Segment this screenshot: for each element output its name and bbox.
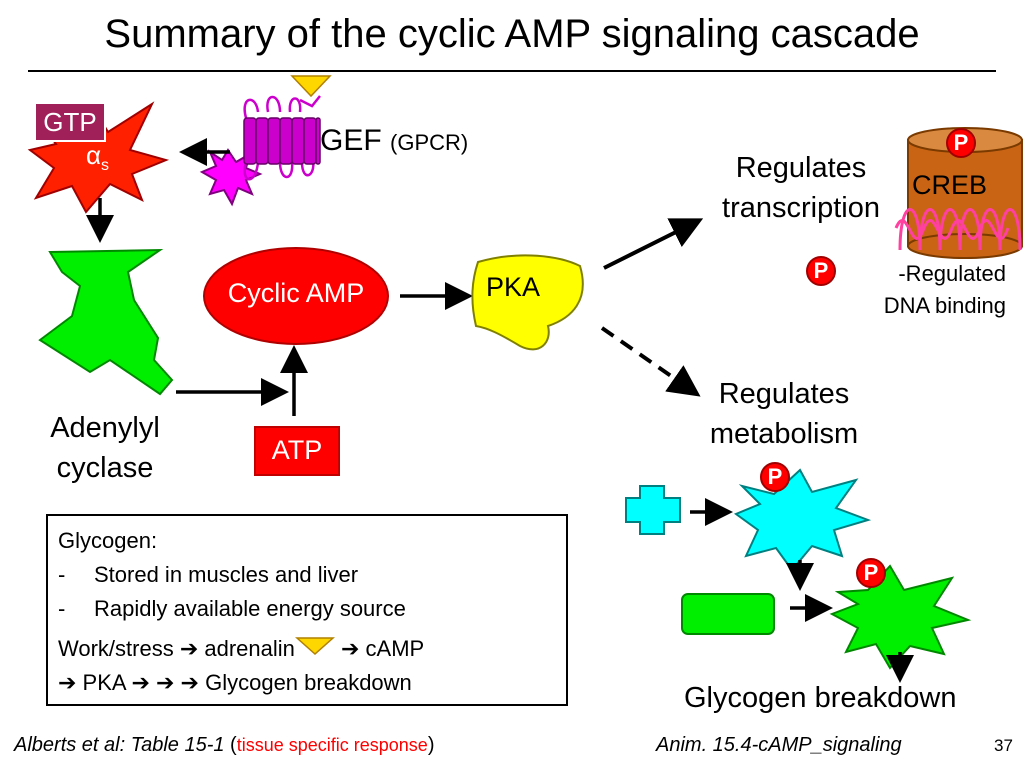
adenylyl-cyclase-shape [38, 248, 174, 396]
regulated-dna-binding-label: -Regulated DNA binding [836, 258, 1006, 322]
dna-helix [894, 208, 1022, 251]
regulated-line1: -Regulated [898, 261, 1006, 286]
regulated-line2: DNA binding [883, 293, 1006, 318]
creb-phosphate-badge: P [946, 128, 976, 158]
cyan-enzyme-inactive [625, 485, 681, 535]
pka-shape [471, 254, 584, 351]
cyan-enzyme-active [733, 468, 872, 572]
info-bullet-text: Rapidly available energy source [94, 596, 406, 621]
gpcr-text: (GPCR) [390, 130, 469, 155]
animation-reference: Anim. 15.4-cAMP_signaling [656, 734, 902, 756]
title-divider [28, 70, 996, 72]
regulates-transcription-line2: transcription [722, 192, 880, 224]
reference-text: Alberts et al: Table 15-1 [14, 734, 225, 756]
regulates-metabolism-line2: metabolism [709, 418, 859, 450]
atp-label: ATP [254, 426, 340, 476]
info-line3-start: Work/stress ➔ adrenalin [58, 636, 295, 661]
gpcr-receptor [243, 95, 315, 181]
reference-close-paren: ) [427, 734, 435, 756]
gef-text: GEF [320, 124, 382, 157]
info-line-pka: ➔ PKA ➔ ➔ ➔ Glycogen breakdown [58, 670, 412, 695]
adenylyl-line2: cyclase [56, 452, 154, 484]
green-enzyme-active [829, 564, 972, 670]
regulates-transcription-line1: Regulates [735, 152, 867, 184]
alpha-subscript: s [101, 157, 110, 175]
regulates-metabolism-label: Regulates metabolism [684, 374, 884, 454]
adenylyl-line1: Adenylyl [50, 412, 160, 444]
info-bullet-text: Stored in muscles and liver [94, 562, 359, 587]
info-heading: Glycogen: [58, 528, 158, 553]
info-bullet: -Rapidly available energy source [58, 596, 406, 621]
regulates-transcription-label: Regulates transcription [696, 148, 906, 228]
cyclic-amp-ellipse [203, 247, 389, 345]
pka-label: PKA [486, 272, 541, 302]
adrenalin-ligand [290, 75, 332, 98]
green-enzyme-phosphate-badge: P [856, 558, 886, 588]
info-bullet: -Stored in muscles and liver [58, 562, 359, 587]
page-number: 37 [994, 736, 1013, 755]
reference-highlight: tissue specific response [236, 735, 428, 755]
creb-label: CREB [912, 170, 988, 200]
slide-title: Summary of the cyclic AMP signaling casc… [104, 12, 920, 56]
legend-phosphate-badge: P [806, 256, 836, 286]
cyan-enzyme-phosphate-badge: P [760, 462, 790, 492]
reference-open-paren: ( [224, 734, 237, 756]
info-line-work-stress: Work/stress ➔ adrenalin ➔ cAMP [58, 632, 566, 666]
gef-label: GEF (GPCR) [320, 124, 468, 158]
glycogen-breakdown-label: Glycogen breakdown [684, 682, 957, 714]
glycogen-info-box: Glycogen: -Stored in muscles and liver -… [46, 514, 568, 706]
cyclic-amp-label: Cyclic AMP [227, 278, 365, 308]
regulates-metabolism-line1: Regulates [718, 378, 850, 410]
alpha-symbol: α [86, 140, 102, 170]
alpha-s-label: αs [86, 140, 109, 175]
reference-footnote: Alberts et al: Table 15-1 (tissue specif… [14, 734, 434, 757]
adrenalin-triangle-icon [294, 632, 335, 666]
info-line3-end: ➔ cAMP [334, 636, 425, 661]
gtp-label: GTP [34, 102, 106, 142]
green-enzyme-inactive [681, 593, 775, 635]
gpcr-helices [243, 117, 321, 165]
adenylyl-cyclase-label: Adenylyl cyclase [20, 408, 190, 488]
